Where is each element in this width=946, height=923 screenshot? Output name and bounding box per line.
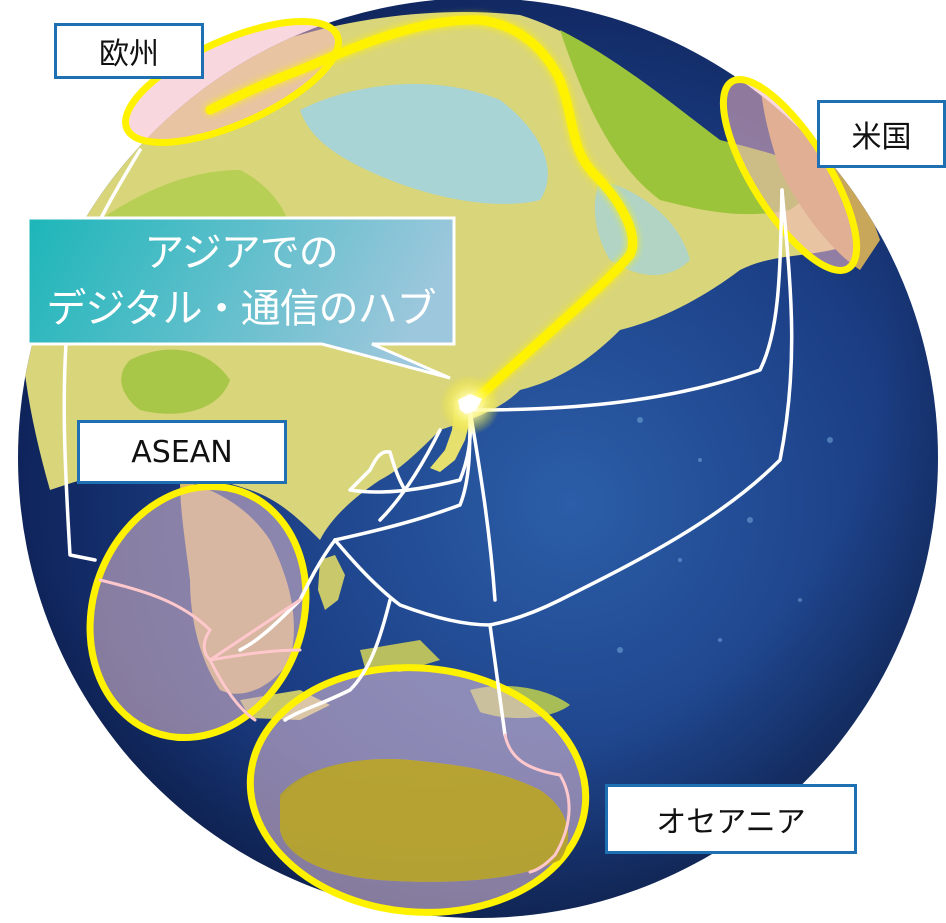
northern-cable-route [205, 15, 638, 410]
callout-line-1: アジアでの [144, 230, 338, 276]
region-europe-ellipse [122, 18, 342, 146]
japan-hub-icon [440, 375, 500, 435]
region-asean-ellipse [86, 482, 310, 742]
callout-line-2: デジタル・通信のハブ [46, 286, 436, 332]
australia-landmass [280, 759, 569, 882]
region-label-asean: ASEAN [77, 420, 287, 484]
region-label-europe: 欧州 [54, 23, 204, 79]
hub-callout-text: アジアでの デジタル・通信のハブ [28, 218, 454, 344]
hub-callout-bubble [26, 216, 456, 380]
region-label-oceania: オセアニア [605, 784, 857, 854]
regional-cable-routes [98, 578, 571, 874]
region-label-usa: 米国 [817, 100, 946, 168]
